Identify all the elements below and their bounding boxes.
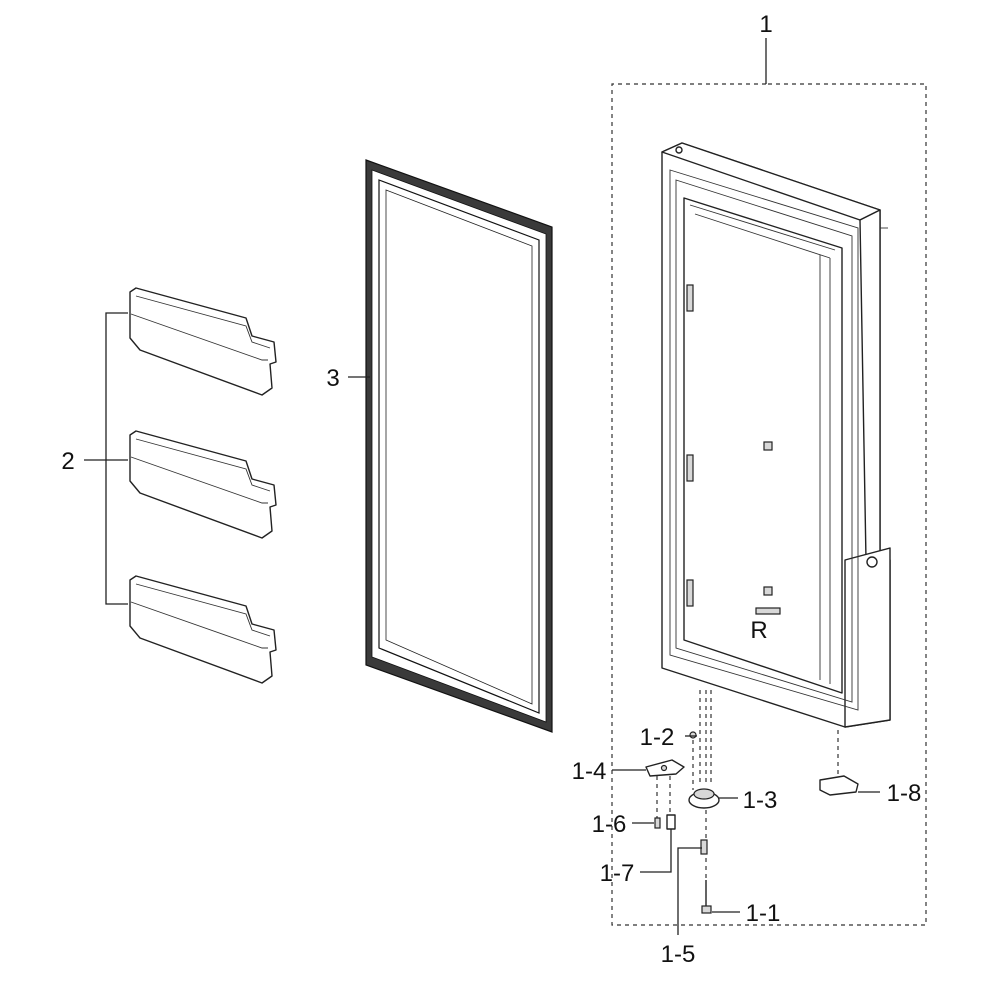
door-bin-middle (129, 430, 277, 539)
callout-1-3: 1-3 (743, 787, 778, 814)
assembly-1-boundary (611, 38, 927, 926)
callout-1-8: 1-8 (887, 780, 922, 807)
door-bin-top (129, 287, 277, 396)
hinge-parts (645, 690, 859, 914)
callout-3: 3 (326, 365, 339, 392)
callout-1-5: 1-5 (661, 941, 696, 968)
door-assembly (661, 142, 891, 728)
door-bin-bottom (129, 575, 277, 684)
callout-1-6: 1-6 (592, 811, 627, 838)
door-gasket (365, 159, 553, 733)
door-side-marking: R (750, 617, 767, 644)
callout-1-1: 1-1 (746, 900, 781, 927)
callout-2: 2 (61, 448, 74, 475)
callout-1-4: 1-4 (572, 758, 607, 785)
callout-1-7: 1-7 (600, 860, 635, 887)
callout-1: 1 (759, 11, 772, 38)
callout-1-2: 1-2 (640, 724, 675, 751)
